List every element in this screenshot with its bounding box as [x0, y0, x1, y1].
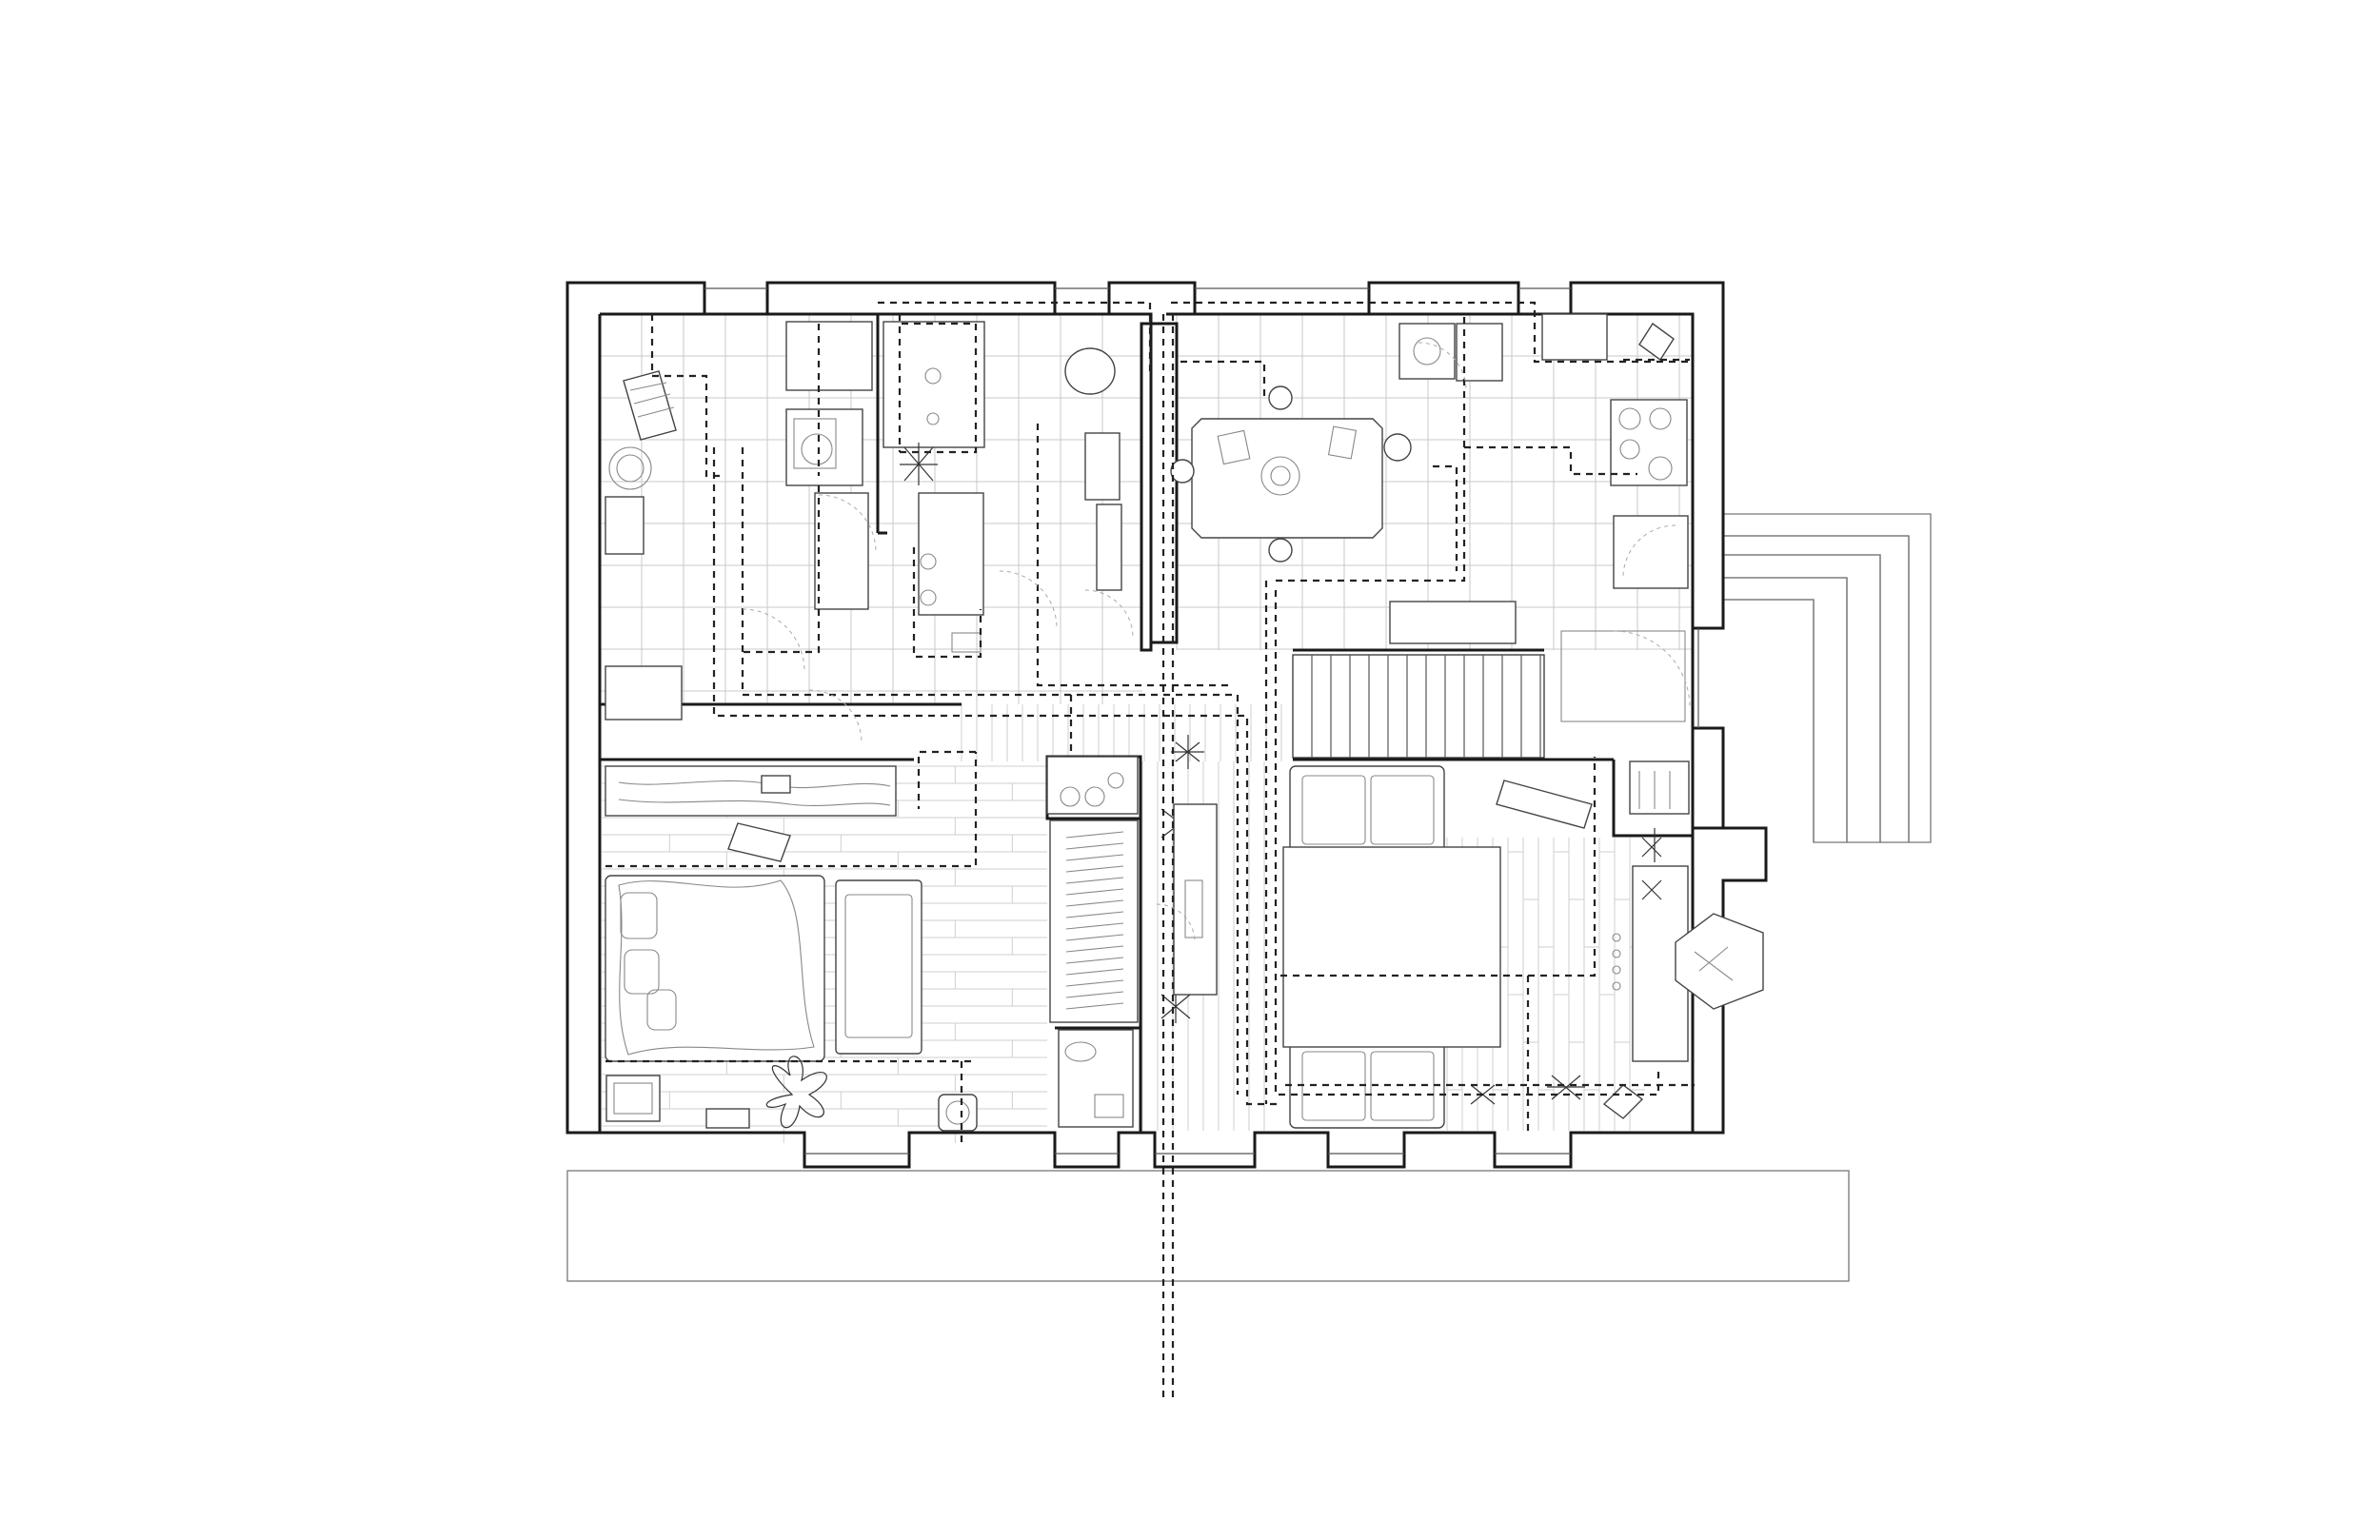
hanger: [1065, 979, 1124, 987]
windows: [704, 287, 1699, 1155]
hanger: [1065, 831, 1124, 839]
table-icon: [1170, 385, 1412, 563]
hanger: [1065, 968, 1124, 976]
bathroom-fixtures: [883, 321, 1122, 653]
plant-icon: [900, 443, 938, 485]
hanger: [1065, 922, 1124, 930]
hanger: [1065, 957, 1124, 964]
hanger: [1065, 945, 1124, 953]
hanger: [1065, 865, 1124, 873]
tile-grid: [599, 313, 1693, 704]
hanger: [1065, 899, 1124, 907]
door-swings: [742, 342, 1676, 943]
hanger: [1065, 991, 1124, 998]
wardrobe-icon: [1049, 819, 1139, 1128]
hall-console: [1046, 756, 1218, 996]
stair-icon: [1292, 654, 1545, 759]
toilet-icon: [1064, 347, 1116, 395]
hanger: [1065, 1002, 1124, 1010]
hanger: [1065, 888, 1124, 896]
hanger: [1065, 842, 1124, 850]
hanger: [1065, 934, 1124, 941]
service-lines: [605, 301, 1695, 1399]
sofa-icon: [1282, 765, 1593, 1129]
kitchen-fixtures: [605, 321, 873, 721]
bedroom-extras: [605, 1056, 978, 1132]
desk-icon: [605, 765, 897, 862]
walls: [565, 281, 1768, 1169]
hanger: [1065, 911, 1124, 918]
fireplace-icon: [1612, 760, 1764, 1062]
bed-icon: [605, 875, 922, 1062]
hanger: [1065, 877, 1124, 884]
hanger: [1065, 854, 1124, 861]
